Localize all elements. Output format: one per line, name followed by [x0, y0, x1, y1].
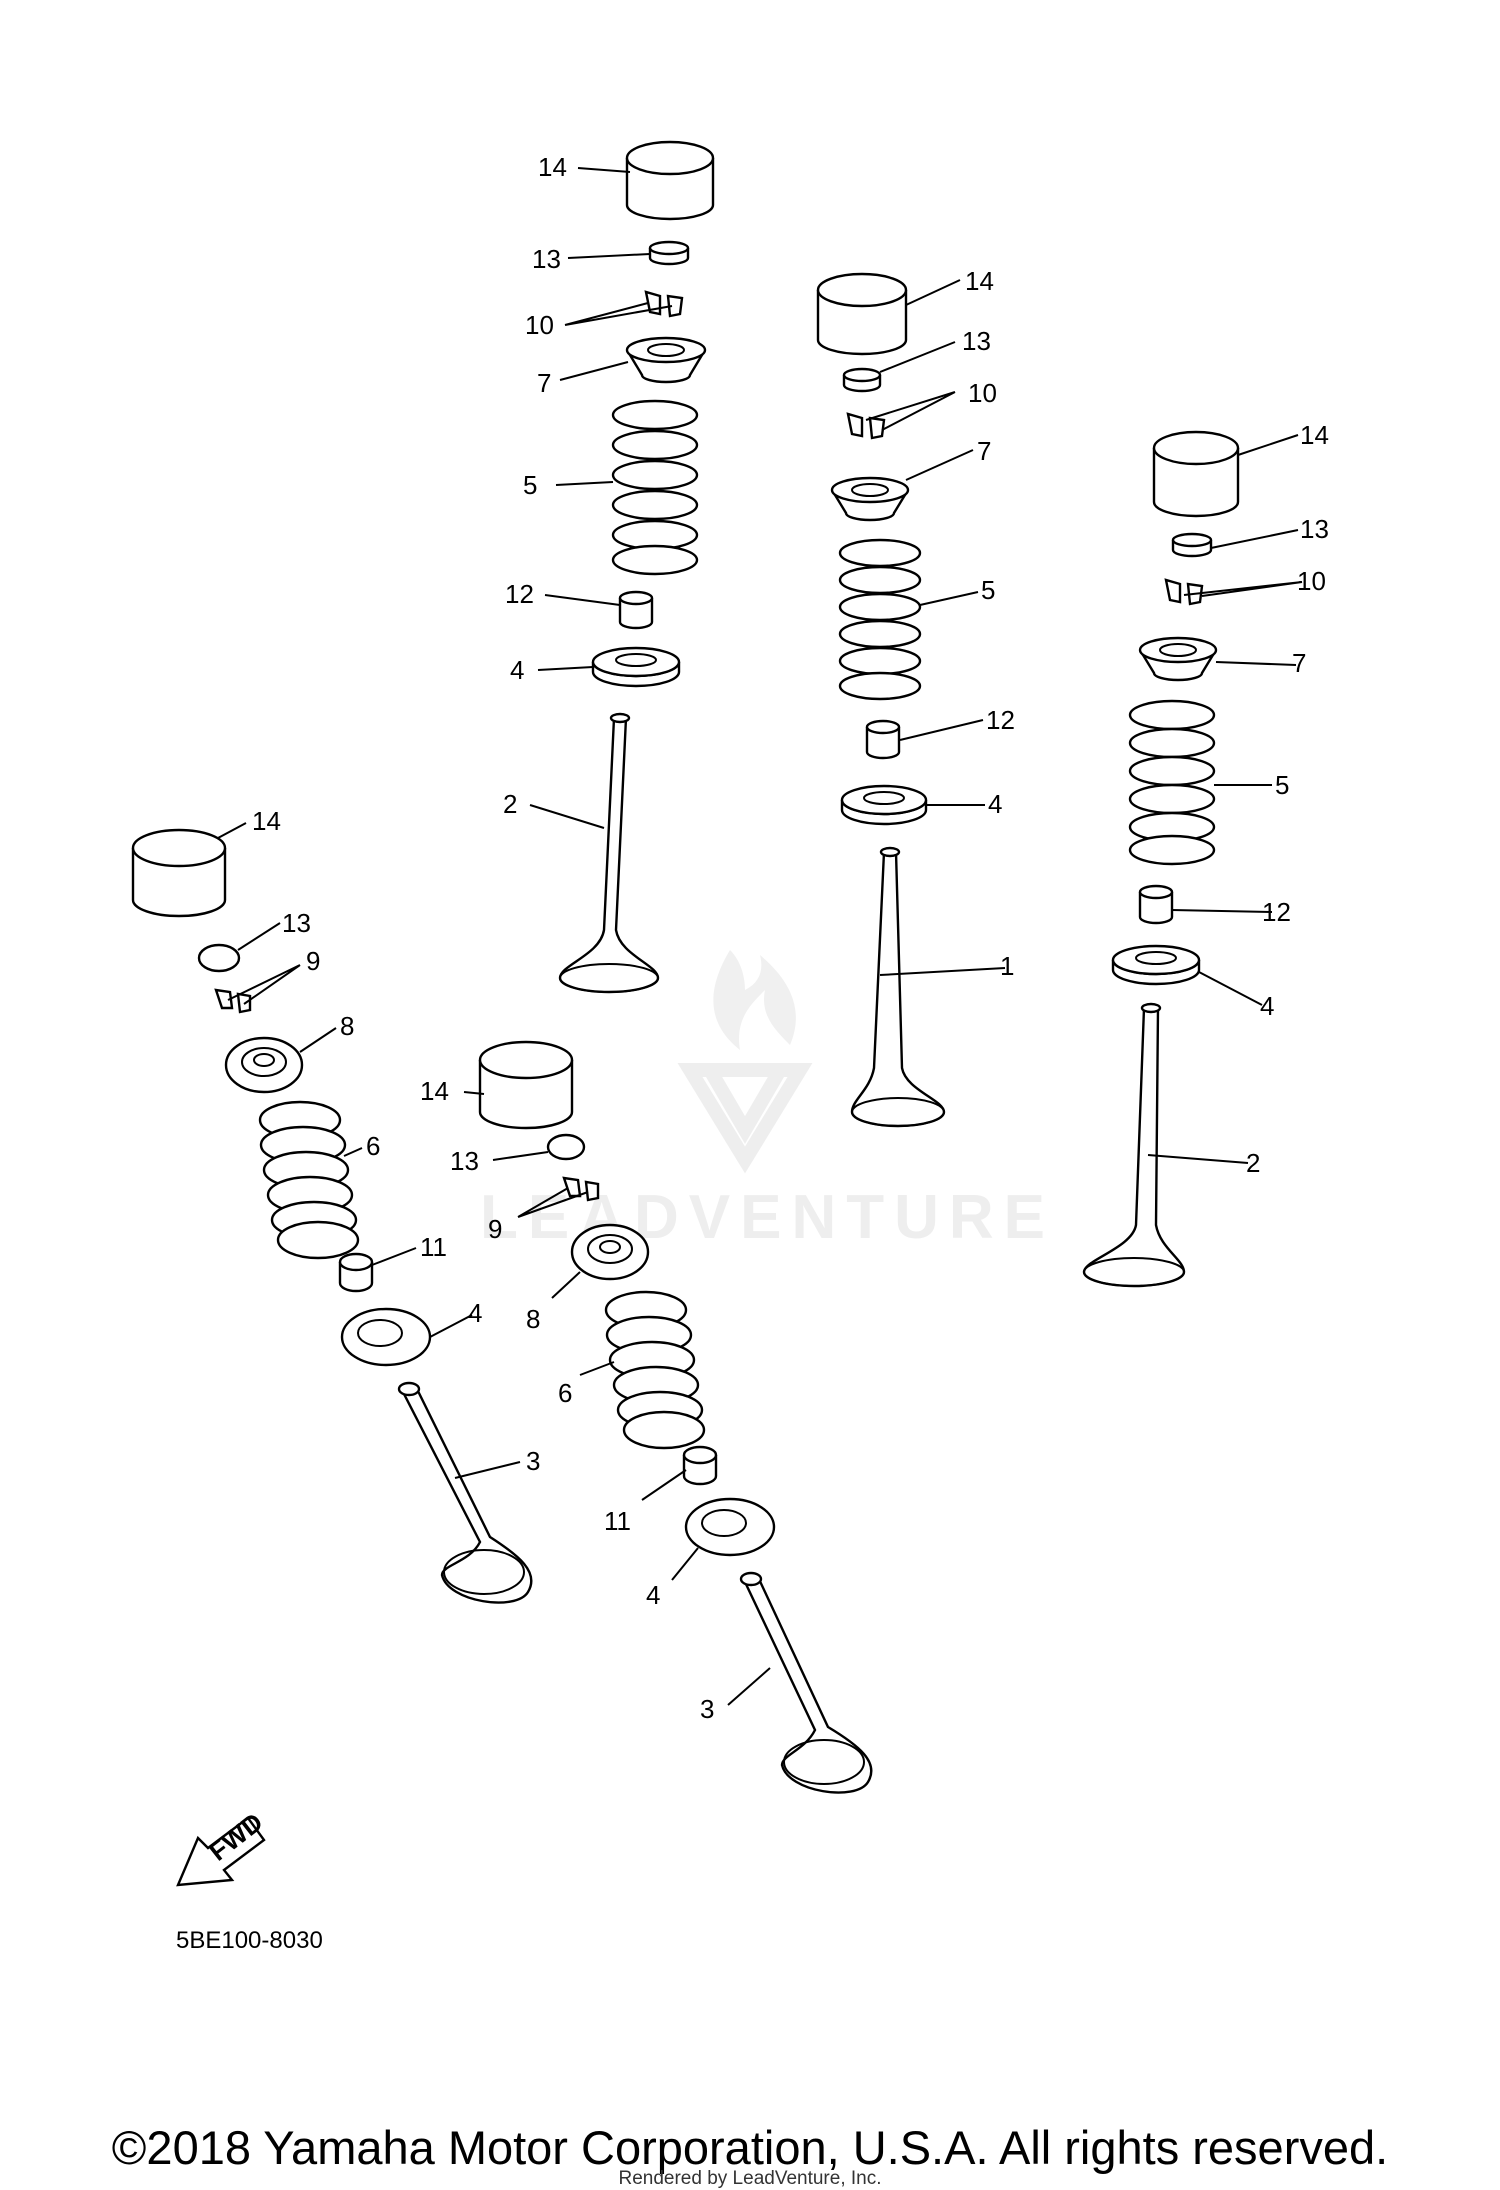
valve-pad[interactable]	[842, 367, 882, 393]
callout-4: 4	[988, 789, 1002, 819]
callout-4: 4	[468, 1298, 482, 1328]
callout-10: 10	[968, 378, 997, 408]
valve-spring-retainer[interactable]	[224, 1036, 304, 1094]
drawing-code: 5BE100-8030	[176, 1927, 323, 1954]
assembly-left	[131, 828, 533, 1604]
callout-3: 3	[526, 1446, 540, 1476]
valve-spring[interactable]	[258, 1100, 360, 1260]
valve-pad[interactable]	[1171, 532, 1213, 558]
valve-stem-seal[interactable]	[682, 1445, 718, 1486]
callout-7: 7	[537, 368, 551, 398]
valve-cotter[interactable]	[1164, 578, 1204, 606]
valve[interactable]	[558, 712, 660, 994]
callout-9: 9	[488, 1214, 502, 1244]
callout-7: 7	[1292, 648, 1306, 678]
spring-seat[interactable]	[591, 646, 681, 688]
spring-seat[interactable]	[840, 784, 928, 826]
callout-14: 14	[252, 806, 281, 836]
rendered-by: Rendered by LeadVenture, Inc.	[618, 2168, 882, 2189]
spring-seat[interactable]	[1111, 944, 1201, 986]
valve-cotter[interactable]	[846, 412, 886, 440]
callout-8: 8	[526, 1304, 540, 1334]
callout-13: 13	[1300, 514, 1329, 544]
valve-pad[interactable]	[648, 240, 690, 266]
callout-3: 3	[700, 1694, 714, 1724]
valve-pad[interactable]	[546, 1133, 586, 1161]
valve[interactable]	[739, 1571, 873, 1794]
valve-spring[interactable]	[611, 399, 699, 576]
valve-spring[interactable]	[1128, 699, 1216, 866]
valve-stem-seal[interactable]	[338, 1252, 374, 1293]
callout-2: 2	[503, 789, 517, 819]
callout-14: 14	[420, 1076, 449, 1106]
fwd-arrow-icon	[176, 1816, 266, 1887]
valve-lifter[interactable]	[816, 272, 908, 356]
valve[interactable]	[850, 846, 946, 1128]
callout-5: 5	[981, 575, 995, 605]
valve-spring-retainer[interactable]	[830, 476, 910, 522]
callout-13: 13	[450, 1146, 479, 1176]
copyright-notice: ©2018 Yamaha Motor Corporation, U.S.A. A…	[111, 2121, 1389, 2174]
valve-stem-seal[interactable]	[1138, 884, 1174, 925]
valve-spring[interactable]	[604, 1290, 706, 1450]
valve-lifter[interactable]	[478, 1040, 574, 1130]
callout-13: 13	[962, 326, 991, 356]
callout-10: 10	[1297, 566, 1326, 596]
valve-lifter[interactable]	[1152, 430, 1240, 518]
leader-lines	[217, 167, 1303, 1706]
callout-12: 12	[986, 705, 1015, 735]
valve-spring[interactable]	[838, 538, 922, 701]
callout-2: 2	[1246, 1148, 1260, 1178]
callout-7: 7	[977, 436, 991, 466]
valve-cotter[interactable]	[644, 290, 684, 318]
callout-4: 4	[510, 655, 524, 685]
spring-seat[interactable]	[684, 1497, 776, 1557]
callout-9: 9	[306, 946, 320, 976]
callout-13: 13	[532, 244, 561, 274]
callout-11: 11	[604, 1506, 631, 1536]
callout-1: 1	[1000, 951, 1014, 981]
callout-8: 8	[340, 1011, 354, 1041]
valve-spring-retainer[interactable]	[570, 1223, 650, 1281]
callout-14: 14	[965, 266, 994, 296]
callout-5: 5	[1275, 770, 1289, 800]
assembly-far-right	[1082, 430, 1240, 1288]
fwd-arrow: FWD	[176, 1807, 268, 1887]
callout-14: 14	[538, 152, 567, 182]
valve-spring-retainer[interactable]	[625, 336, 707, 384]
assembly-lower-center	[478, 1040, 873, 1794]
callout-labels: 14 13 10 7 5 12 4 2 14 13 10 7 5 12 4 1 …	[252, 152, 1329, 1724]
valve[interactable]	[1082, 1002, 1186, 1288]
callout-14: 14	[1300, 420, 1329, 450]
valve-lifter[interactable]	[625, 140, 715, 221]
valve-cotter[interactable]	[562, 1176, 600, 1202]
callout-6: 6	[366, 1131, 380, 1161]
valve-stem-seal[interactable]	[865, 719, 901, 760]
callout-5: 5	[523, 470, 537, 500]
callout-12: 12	[505, 579, 534, 609]
assembly-top-center	[558, 140, 715, 994]
callout-4: 4	[1260, 991, 1274, 1021]
callout-4: 4	[646, 1580, 660, 1610]
valve-spring-retainer[interactable]	[1138, 636, 1218, 682]
valve[interactable]	[397, 1381, 533, 1604]
callout-11: 11	[420, 1232, 447, 1262]
valve-pad[interactable]	[197, 943, 241, 973]
callout-13: 13	[282, 908, 311, 938]
callout-6: 6	[558, 1378, 572, 1408]
valve-cotter[interactable]	[214, 988, 252, 1014]
valve-lifter[interactable]	[131, 828, 227, 918]
assembly-center-right	[816, 272, 946, 1128]
valve-stem-seal[interactable]	[618, 590, 654, 630]
spring-seat[interactable]	[340, 1307, 432, 1367]
callout-10: 10	[525, 310, 554, 340]
callout-12: 12	[1262, 897, 1291, 927]
